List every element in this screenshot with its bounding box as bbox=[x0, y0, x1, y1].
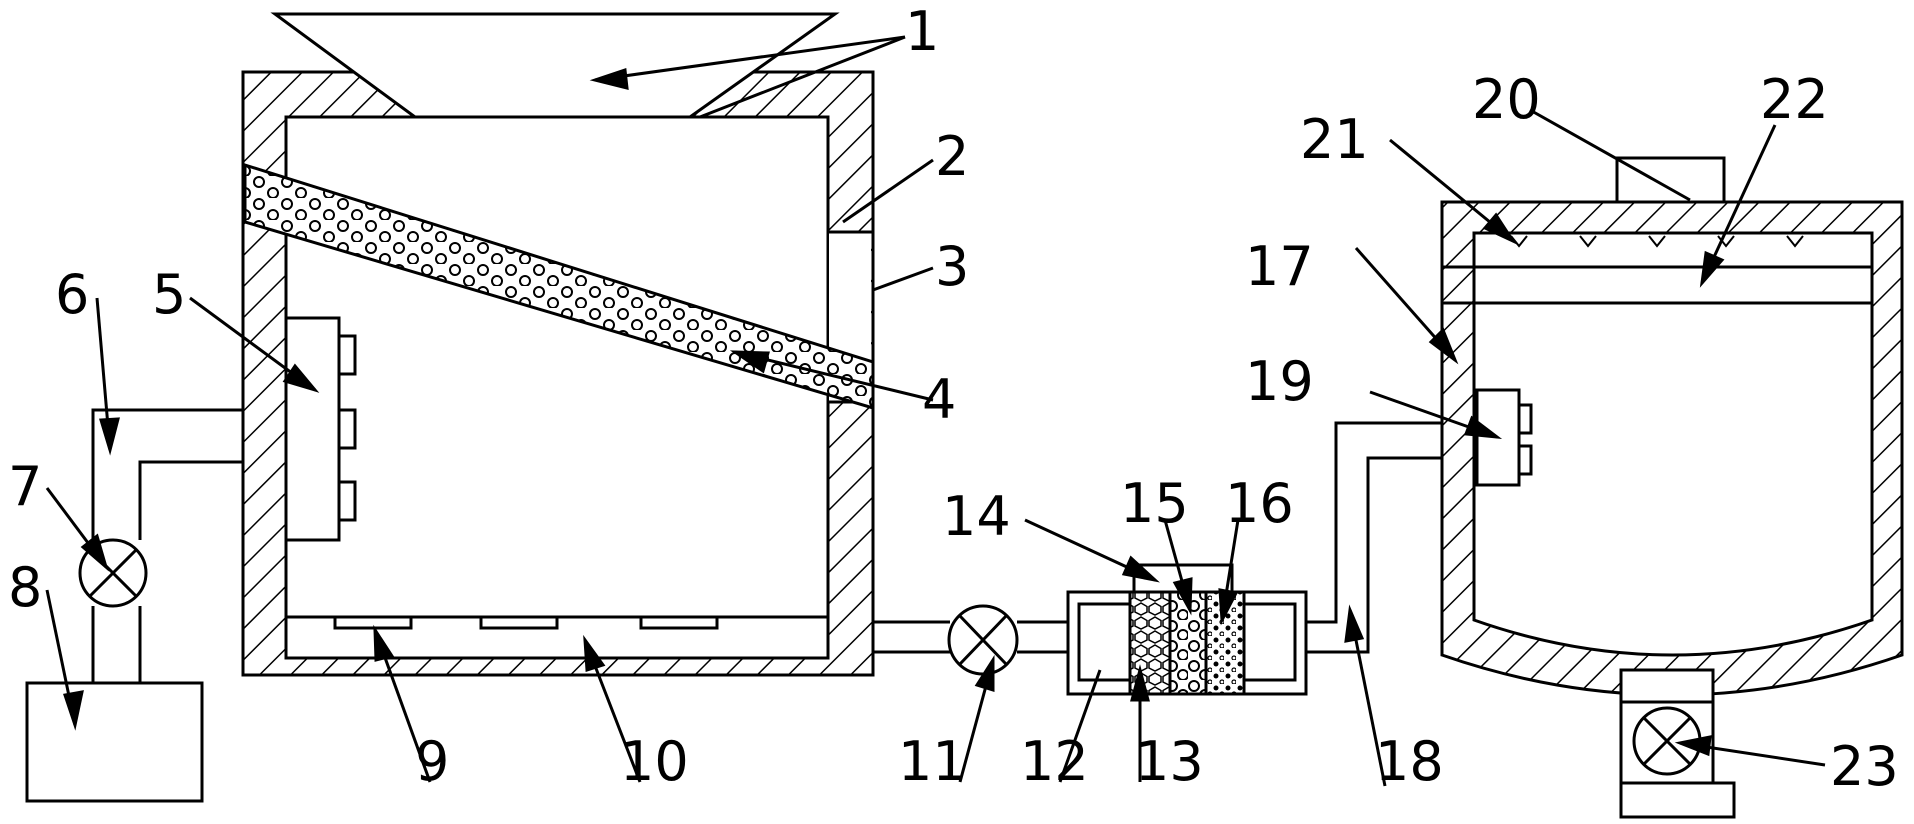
outlet-pipe bbox=[873, 620, 950, 654]
top-motor bbox=[1615, 156, 1726, 204]
bottom-plate bbox=[333, 615, 413, 630]
nozzle bbox=[337, 408, 357, 450]
label-3: 3 bbox=[935, 235, 969, 298]
label-4: 4 bbox=[922, 368, 956, 431]
label-21: 21 bbox=[1300, 108, 1369, 171]
label-16: 16 bbox=[1225, 472, 1294, 535]
filter-line bbox=[873, 421, 1477, 696]
part-labels: 1 2 3 4 5 6 7 8 9 10 11 12 13 14 15 16 1… bbox=[8, 0, 1899, 798]
spray-bar bbox=[1472, 231, 1874, 269]
label-13: 13 bbox=[1135, 730, 1204, 793]
spray-bar-lower bbox=[1472, 265, 1874, 305]
filter-inlet-chamber bbox=[1077, 602, 1132, 682]
feed-hopper bbox=[270, 12, 840, 119]
right-tank bbox=[1440, 156, 1904, 819]
label-20: 20 bbox=[1472, 68, 1541, 131]
label-11: 11 bbox=[898, 730, 967, 793]
supply-pipe-lower bbox=[91, 606, 142, 685]
label-17: 17 bbox=[1245, 235, 1314, 298]
drain-neck bbox=[1619, 668, 1715, 704]
nozzle bbox=[1517, 403, 1533, 435]
bottom-plate bbox=[639, 615, 719, 630]
label-12: 12 bbox=[1020, 730, 1089, 793]
reservoir-tank bbox=[25, 681, 204, 803]
label-14: 14 bbox=[942, 485, 1011, 548]
label-18: 18 bbox=[1375, 730, 1444, 793]
bottom-plate bbox=[479, 615, 559, 630]
inclined-screen bbox=[243, 162, 875, 411]
label-1: 1 bbox=[905, 0, 939, 63]
right-tank-chamber bbox=[1472, 265, 1874, 657]
supply-pipe bbox=[91, 408, 243, 575]
main-tank-chamber bbox=[284, 115, 830, 660]
nozzle bbox=[337, 334, 357, 376]
left-supply bbox=[25, 408, 243, 803]
label-22: 22 bbox=[1760, 68, 1829, 131]
label-15: 15 bbox=[1120, 472, 1189, 535]
filter-outlet-chamber bbox=[1242, 602, 1297, 682]
riser-pipe bbox=[1306, 421, 1477, 654]
label-19: 19 bbox=[1245, 350, 1314, 413]
label-10: 10 bbox=[620, 730, 689, 793]
main-tank bbox=[241, 12, 875, 677]
label-5: 5 bbox=[152, 263, 186, 326]
label-2: 2 bbox=[935, 125, 969, 188]
label-6: 6 bbox=[55, 263, 89, 326]
leader-lines bbox=[45, 35, 1826, 787]
label-9: 9 bbox=[415, 730, 449, 793]
label-23: 23 bbox=[1830, 735, 1899, 798]
label-7: 7 bbox=[8, 455, 42, 518]
nozzle bbox=[337, 480, 357, 522]
spray-nozzles bbox=[1510, 235, 1804, 248]
left-nozzle-block bbox=[284, 316, 341, 542]
nozzle bbox=[1517, 444, 1533, 476]
filter-layer-13 bbox=[1128, 590, 1172, 696]
label-8: 8 bbox=[8, 556, 42, 619]
drain-base bbox=[1619, 781, 1736, 819]
